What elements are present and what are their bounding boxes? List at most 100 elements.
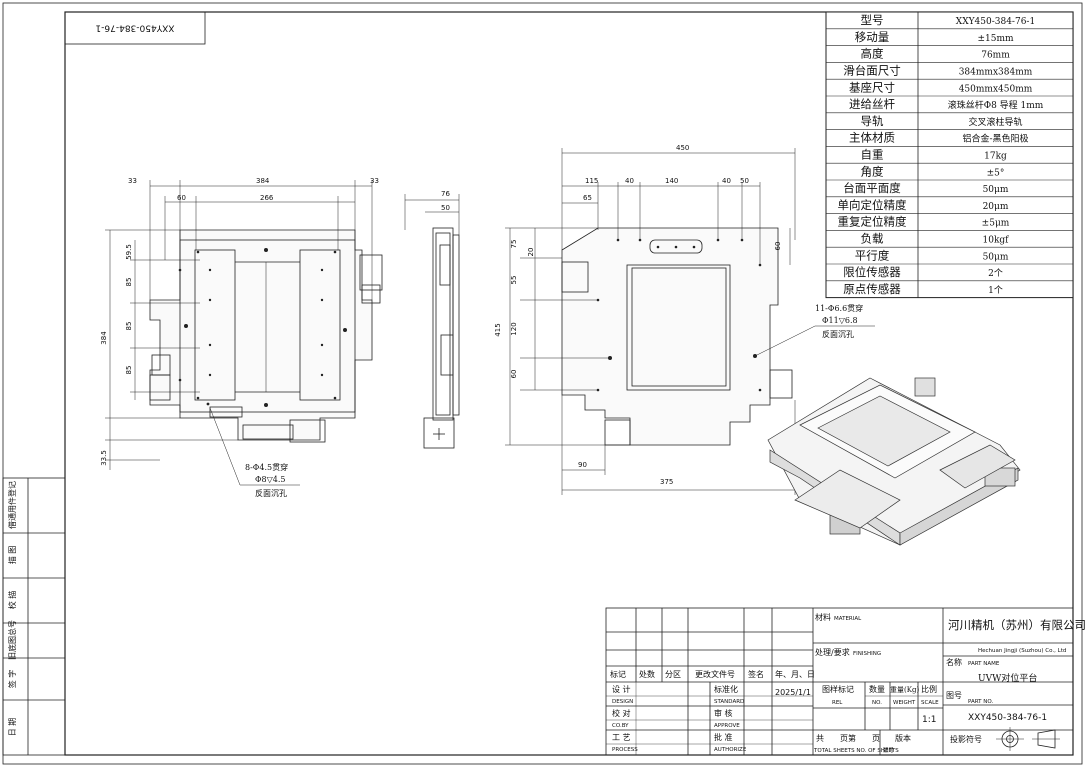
rev-header-zone: 分区 [665, 670, 681, 679]
part-name-label-en: PART NAME [968, 661, 1000, 667]
std-label-en: STANDARD [714, 699, 744, 705]
spec-value: 50μm [983, 185, 1009, 195]
process-label-cn: 工 艺 [612, 733, 631, 742]
right-dim-75: 75 [510, 240, 518, 249]
finish-label-cn: 处理/要求 [815, 647, 850, 657]
spec-label: 导轨 [861, 114, 884, 128]
spec-value: 1个 [988, 285, 1003, 296]
spec-label: 平行度 [855, 248, 890, 262]
spec-label: 角度 [861, 164, 884, 178]
finish-label-en: FINISHING [853, 651, 881, 657]
right-dim-120: 120 [510, 322, 518, 335]
part-name-label-cn: 名称 [946, 657, 962, 667]
rev-header-doc: 更改文件号 [695, 669, 735, 679]
front-hole-note-3: 反面沉孔 [255, 488, 287, 498]
qty-label-cn: 数量 [869, 684, 885, 694]
review-label-cn: 审 核 [714, 708, 733, 718]
spec-label: 高度 [861, 47, 884, 61]
scale-label-en: SCALE [921, 700, 939, 706]
right-dim-90: 90 [578, 461, 587, 469]
right-hole-note-1: 11-Φ6.6贯穿 [815, 303, 863, 313]
side-dim-50: 50 [441, 204, 450, 212]
mark-label-cn: 图样标记 [822, 684, 854, 694]
company-name-cn: 河川精机（苏州）有限公司 [948, 618, 1085, 632]
part-name: UVW对位平台 [978, 672, 1037, 684]
spec-label: 负载 [861, 231, 884, 245]
scale-value: 1:1 [922, 715, 936, 725]
front-dim-33-right: 33 [370, 177, 379, 185]
front-dim-266: 266 [260, 194, 274, 202]
right-hole-note-2: Φ11▽6.8 [822, 316, 858, 325]
sheets-label-en: TOTAL SHEETS NO. OF SHEETS [813, 748, 899, 754]
side-column [2, 477, 66, 756]
spec-value: 交叉滚柱导轨 [968, 116, 1022, 128]
right-dim-450: 450 [676, 144, 689, 152]
right-dim-40-a: 40 [625, 177, 634, 185]
spec-label: 滑台面尺寸 [843, 63, 901, 77]
right-dim-50: 50 [740, 177, 749, 185]
spec-label: 限位传感器 [843, 265, 901, 279]
spec-value: XXY450-384-76-1 [956, 17, 1035, 27]
right-dim-375: 375 [660, 478, 673, 486]
company-name-en: Hechuan Jingji (Suzhou) Co., Ltd [978, 648, 1066, 654]
check-label-cn: 校 对 [612, 708, 631, 718]
front-dim-85-b: 85 [125, 322, 133, 331]
right-dim-140: 140 [665, 177, 678, 185]
qty-label-en: NO. [872, 700, 882, 706]
material-label-cn: 材料 [815, 612, 831, 622]
spec-label: 主体材质 [849, 131, 895, 145]
spec-value: 384mmx384mm [959, 67, 1033, 77]
spec-label: 进给丝杆 [849, 97, 895, 111]
spec-label: 原点传感器 [843, 282, 901, 296]
front-hole-note-1: 8-Φ4.5贯穿 [245, 462, 288, 472]
spec-label: 移动量 [855, 30, 890, 44]
spec-label: 自重 [861, 147, 884, 161]
right-dim-20: 20 [527, 248, 535, 257]
mark-label-en: REL [832, 700, 843, 706]
part-no-label-en: PART NO. [968, 699, 993, 705]
spec-value: 10kgf [983, 235, 1010, 245]
right-dim-40-b: 40 [722, 177, 731, 185]
spec-value: ±5μm [982, 219, 1010, 229]
design-label-cn: 设 计 [612, 684, 631, 694]
spec-value: ±5° [987, 168, 1005, 178]
side-label-trace: 描 图 [7, 546, 17, 565]
right-dim-60-right: 60 [774, 242, 782, 251]
approve-label-en: AUTHORIZE [714, 747, 747, 753]
spec-value: 450mmx450mm [959, 84, 1033, 94]
drawing-number-box: XXY450-384-76-1 [64, 11, 206, 45]
spec-label: 单向定位精度 [838, 198, 907, 212]
rev-header-date: 年、月、日 [775, 669, 815, 679]
version-label-en: 版号 [883, 746, 895, 754]
spec-label: 型号 [861, 13, 884, 27]
front-dim-33-5: 33.5 [100, 450, 108, 466]
front-hole-note-2: Φ8▽4.5 [255, 475, 286, 484]
weight-label-cn: 重量(Kg) [890, 686, 919, 694]
front-dim-384: 384 [256, 177, 270, 185]
drawing-number-rotated: XXY450-384-76-1 [95, 23, 174, 33]
front-dim-59-5: 59.5 [125, 244, 133, 260]
spec-value: 20μm [983, 202, 1009, 212]
rev-header-sign: 签名 [748, 669, 764, 679]
projection-symbol-icon [996, 727, 1060, 751]
std-label-cn: 标准化 [714, 684, 738, 694]
side-dim-76: 76 [441, 190, 450, 198]
material-label-en: MATERIAL [834, 616, 862, 622]
weight-label-en: WEIGHT [893, 700, 916, 706]
review-label-en: APPROVE [714, 723, 740, 729]
title-block-text: 河川精机（苏州）有限公司 Hechuan Jingji (Suzhou) Co.… [610, 612, 1085, 754]
side-label-date: 日 期 [8, 718, 17, 737]
approve-label-cn: 批 准 [714, 732, 733, 742]
right-hole-note-3: 反面沉孔 [822, 329, 854, 339]
side-view [404, 194, 460, 449]
front-dim-85-a: 85 [125, 278, 133, 287]
side-label-sign: 签 字 [7, 670, 17, 689]
version-label-cn: 版本 [895, 733, 911, 743]
spec-value: 铝合金-黑色阳极 [962, 133, 1028, 145]
spec-value: 50μm [983, 252, 1009, 262]
spec-value: 2个 [988, 268, 1003, 279]
spec-value: ±15mm [977, 34, 1014, 44]
front-view [105, 180, 383, 486]
right-dim-55: 55 [510, 276, 518, 285]
